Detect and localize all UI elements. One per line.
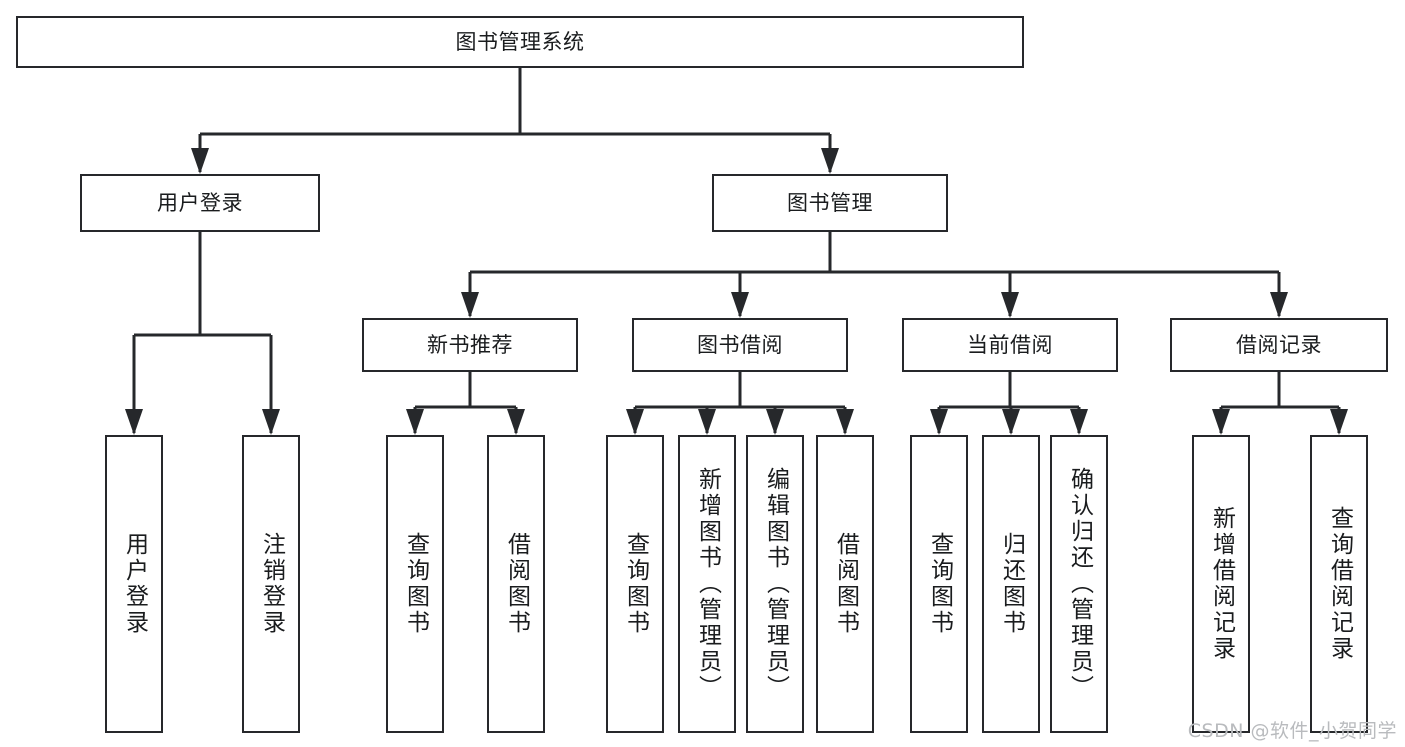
arrowhead-manage-to-level2-2 [1001,292,1019,318]
arrowhead-borrow-to-children-1 [698,409,716,435]
node-l3-4[interactable]: 查询图书 [606,435,664,733]
node-root[interactable]: 图书管理系统 [16,16,1024,68]
node-l2-0[interactable]: 新书推荐 [362,318,578,372]
arrowhead-newbook-to-children-0 [406,409,424,435]
arrowhead-root-to-level1-1 [821,148,839,174]
node-l3-9[interactable]: 归还图书 [982,435,1040,733]
node-label-l2-2: 当前借阅 [967,332,1053,357]
node-label-l3-2: 查询图书 [402,532,429,636]
node-label-l3-8: 查询图书 [926,532,953,636]
arrowhead-borrow-to-children-2 [766,409,784,435]
arrowhead-newbook-to-children-1 [507,409,525,435]
node-l3-6[interactable]: 编辑图书（管理员） [746,435,804,733]
arrowhead-current-to-children-0 [930,409,948,435]
node-l1-1[interactable]: 图书管理 [712,174,948,232]
arrowhead-record-to-children-1 [1330,409,1348,435]
node-l3-7[interactable]: 借阅图书 [816,435,874,733]
node-l3-8[interactable]: 查询图书 [910,435,968,733]
node-label-l3-4: 查询图书 [622,532,649,636]
node-label-l3-11: 新增借阅记录 [1208,506,1235,662]
node-l3-12[interactable]: 查询借阅记录 [1310,435,1368,733]
node-l3-5[interactable]: 新增图书（管理员） [678,435,736,733]
node-label-l1-1: 图书管理 [787,190,873,215]
arrowhead-manage-to-level2-3 [1270,292,1288,318]
node-l3-10[interactable]: 确认归还（管理员） [1050,435,1108,733]
node-label-l2-0: 新书推荐 [427,332,513,357]
node-l3-11[interactable]: 新增借阅记录 [1192,435,1250,733]
arrowhead-login-to-children-0 [125,409,143,435]
node-label-l3-3: 借阅图书 [503,532,530,636]
arrowhead-manage-to-level2-1 [731,292,749,318]
node-label-l3-7: 借阅图书 [832,532,859,636]
arrowhead-current-to-children-1 [1002,409,1020,435]
node-label-root: 图书管理系统 [455,29,585,54]
node-label-l3-10: 确认归还（管理员） [1066,467,1093,701]
arrowhead-borrow-to-children-3 [836,409,854,435]
node-label-l3-1: 注销登录 [258,532,285,636]
arrowhead-current-to-children-2 [1070,409,1088,435]
node-l3-3[interactable]: 借阅图书 [487,435,545,733]
node-label-l1-0: 用户登录 [157,190,243,215]
node-label-l3-6: 编辑图书（管理员） [762,467,789,701]
node-l1-0[interactable]: 用户登录 [80,174,320,232]
node-l2-1[interactable]: 图书借阅 [632,318,848,372]
node-label-l3-0: 用户登录 [121,532,148,636]
arrowhead-manage-to-level2-0 [461,292,479,318]
node-label-l2-3: 借阅记录 [1236,332,1322,357]
node-l3-1[interactable]: 注销登录 [242,435,300,733]
node-label-l3-12: 查询借阅记录 [1326,506,1353,662]
node-label-l3-9: 归还图书 [998,532,1025,636]
node-label-l3-5: 新增图书（管理员） [694,467,721,701]
node-l3-0[interactable]: 用户登录 [105,435,163,733]
arrowhead-record-to-children-0 [1212,409,1230,435]
node-l2-2[interactable]: 当前借阅 [902,318,1118,372]
node-l2-3[interactable]: 借阅记录 [1170,318,1388,372]
node-label-l2-1: 图书借阅 [697,332,783,357]
node-l3-2[interactable]: 查询图书 [386,435,444,733]
arrowhead-borrow-to-children-0 [626,409,644,435]
arrowhead-root-to-level1-0 [191,148,209,174]
arrowhead-login-to-children-1 [262,409,280,435]
